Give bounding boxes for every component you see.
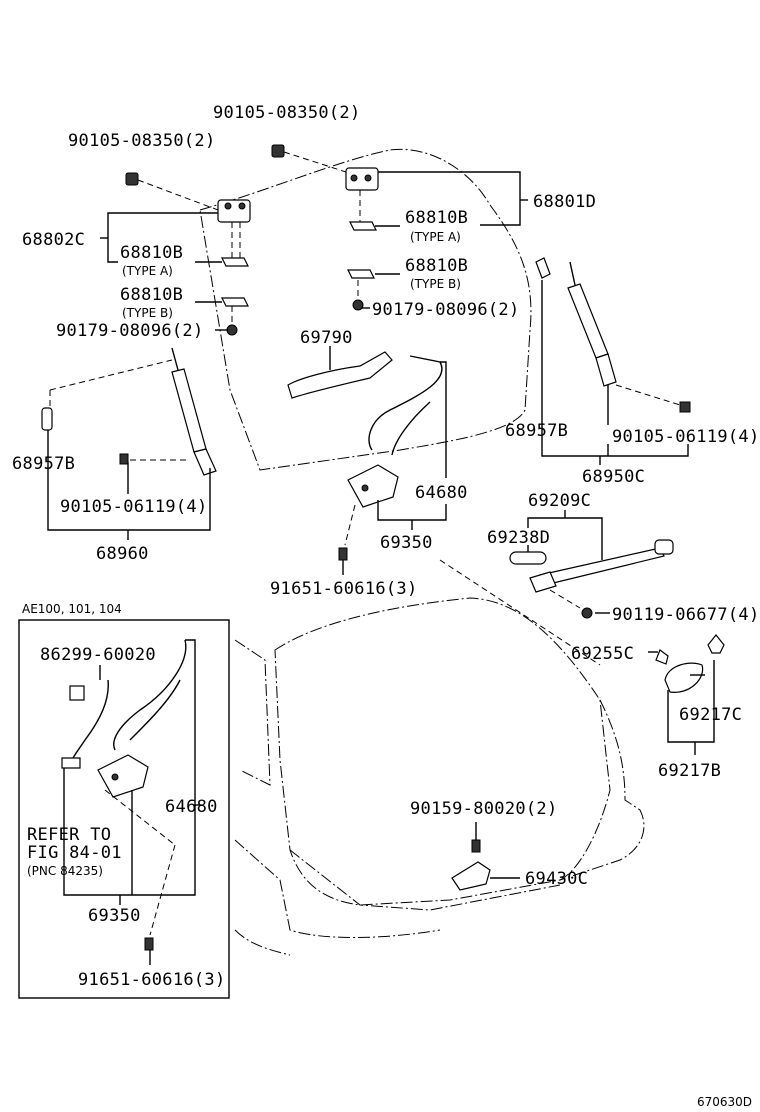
figure-code: 670630D	[697, 1095, 752, 1109]
car-body	[234, 597, 645, 956]
label-69217C: 69217C	[679, 705, 742, 725]
label-90179-left: 90179-08096(2)	[56, 321, 204, 341]
bumpers	[655, 634, 725, 693]
label-68960: 68960	[96, 544, 149, 564]
striker	[451, 839, 491, 891]
label-69790: 69790	[300, 328, 353, 348]
label-refer-2: FIG 84-01	[27, 843, 122, 863]
label-90159: 90159-80020(2)	[410, 799, 558, 819]
label-68810B-typeA-right: 68810B	[405, 208, 468, 228]
hinge-68801D	[345, 167, 379, 222]
label-68810B-typeB-left: 68810B	[120, 285, 183, 305]
back-door-outline	[199, 148, 532, 471]
label-90119: 90119-06677(4)	[612, 605, 760, 625]
leader-lines	[47, 171, 715, 879]
label-69350-inset: 69350	[88, 906, 141, 926]
label-68957B-left: 68957B	[12, 454, 75, 474]
hinge-68802C	[217, 199, 251, 258]
label-69209C: 69209C	[528, 491, 591, 511]
label-86299: 86299-60020	[40, 645, 156, 665]
inset-title: AE100, 101, 104	[22, 602, 122, 616]
label-refer-1: REFER TO	[27, 825, 111, 845]
strut-left	[41, 347, 217, 476]
label-90105-06119-right: 90105-06119(4)	[612, 427, 760, 447]
label-69238D: 69238D	[487, 528, 550, 548]
label-91651-top: 91651-60616(3)	[270, 579, 418, 599]
nuts	[125, 144, 364, 336]
label-68810B-typeA-left: 68810B	[120, 243, 183, 263]
label-68950C: 68950C	[582, 467, 645, 487]
label-64680-top: 64680	[415, 483, 468, 503]
label-64680-inset: 64680	[165, 797, 218, 817]
label-69350-top: 69350	[380, 533, 433, 553]
label-90105-08350-top: 90105-08350(2)	[213, 103, 361, 123]
cable-lock	[338, 355, 443, 561]
label-refer-3: (PNC 84235)	[27, 864, 103, 878]
shim-plates	[221, 221, 377, 307]
label-typeA-right: (TYPE A)	[410, 230, 461, 244]
label-68957B-right: 68957B	[505, 421, 568, 441]
label-90105-08350-left: 90105-08350(2)	[68, 131, 216, 151]
label-68802C: 68802C	[22, 230, 85, 250]
label-69430C: 69430C	[525, 869, 588, 889]
label-90179-right: 90179-08096(2)	[372, 300, 520, 320]
label-typeB-right: (TYPE B)	[410, 277, 461, 291]
label-69255C: 69255C	[571, 644, 634, 664]
label-68801D: 68801D	[533, 192, 596, 212]
label-91651-inset: 91651-60616(3)	[78, 970, 226, 990]
label-typeA-left: (TYPE A)	[122, 264, 173, 278]
label-90105-06119-left: 90105-06119(4)	[60, 497, 208, 517]
strut-right	[535, 257, 691, 413]
label-69217B: 69217B	[658, 761, 721, 781]
handle-69790	[287, 351, 393, 399]
inset-ae100	[18, 619, 230, 999]
stay-69209C	[509, 539, 674, 619]
label-typeB-left: (TYPE B)	[122, 306, 173, 320]
label-68810B-typeB-right: 68810B	[405, 256, 468, 276]
